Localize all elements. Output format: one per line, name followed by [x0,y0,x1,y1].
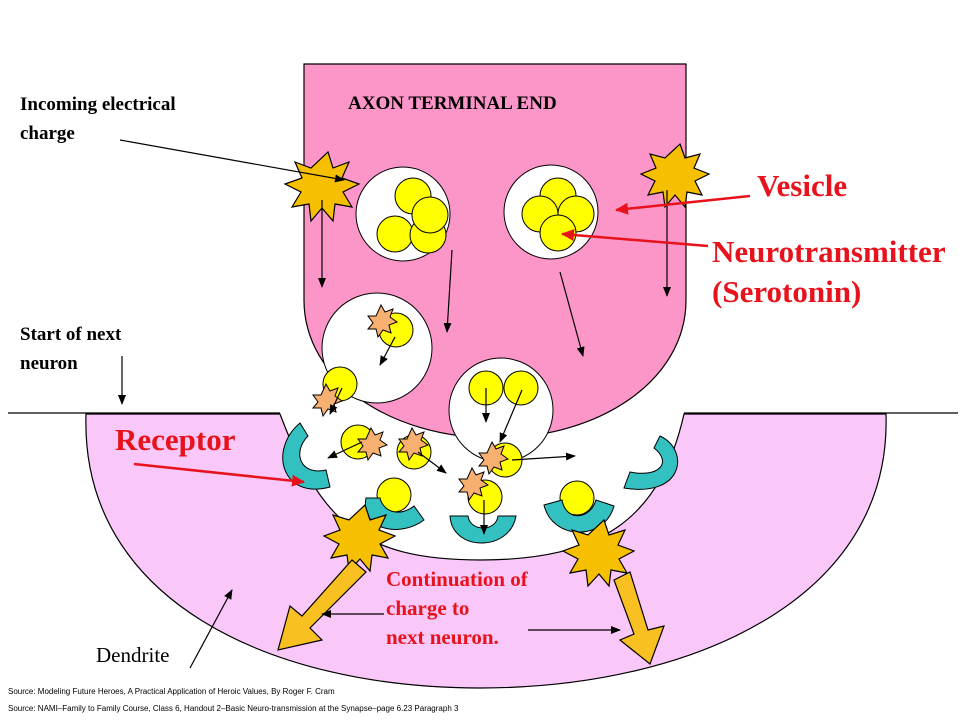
receptor-icon [449,515,517,544]
continuation-line3: next neuron. [386,625,499,649]
axon-terminal-label: AXON TERMINAL END [348,93,557,114]
output-arrow-left-icon [277,559,367,651]
label-pointers [133,194,751,487]
source-citation-2: Source: NAMI–Family to Family Course, Cl… [8,704,459,713]
flow-arrows [118,139,671,669]
small-burst-icon [356,426,389,462]
neurotransmitter-dot [503,370,539,406]
receptors [282,422,678,544]
continuation-line1: Continuation of [386,567,528,591]
small-burst-icon [397,426,430,462]
small-burst-icon [477,440,510,476]
incoming-charge-line2: charge [20,123,75,144]
continuation-line2: charge to [386,596,470,620]
small-burst-icon [366,303,399,339]
neurotransmitter-dot [376,215,414,253]
charge-stars [283,142,711,588]
vesicle-label: Vesicle [757,168,848,203]
start-next-line2: neuron [20,353,78,374]
charge-burst-icon [561,518,636,588]
neurotransmitter-dot [411,196,449,234]
receptor-label: Receptor [115,422,236,457]
vesicles [321,164,599,463]
incoming-charge-line1: Incoming electrical [20,94,176,115]
dendrite-label: Dendrite [96,643,170,667]
receptor-icon [623,435,678,490]
output-arrow-right-icon [613,571,665,665]
charge-burst-icon [639,142,711,209]
start-next-neuron-label: Start of next neuron [20,320,121,378]
neurotransmitter-line2: (Serotonin) [712,274,862,309]
receptor-icon [282,422,331,490]
charge-burst-icon [322,503,397,573]
small-burst-icon [311,382,344,418]
neurotransmitter-dot [539,214,577,252]
neurotransmitter-dot [559,480,595,516]
receptor-icon [543,499,615,533]
start-next-line1: Start of next [20,324,122,345]
neurotransmitter-label: Neurotransmitter (Serotonin) [712,232,946,312]
source-citation-1: Source: Modeling Future Heroes, A Practi… [8,687,335,696]
output-arrows [277,559,665,665]
small-burst-icon [457,466,490,502]
continuation-label: Continuation of charge to next neuron. [386,565,528,652]
neurotransmitter-line1: Neurotransmitter [712,234,946,269]
incoming-charge-label: Incoming electrical charge [20,90,176,148]
